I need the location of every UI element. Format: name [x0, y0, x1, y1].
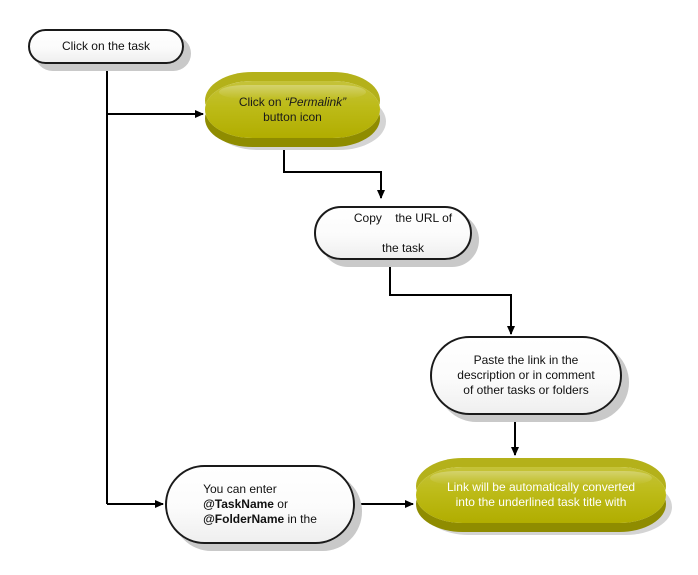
task-name-token: @TaskName [203, 497, 274, 511]
connector-permalink-to-copy [283, 142, 385, 199]
step-click-task-label: Click on the task [61, 39, 151, 53]
or-text: or [273, 497, 288, 511]
step-paste-link: Paste the link in the description or in … [430, 336, 622, 415]
permalink-label-emph: “Permalink” [284, 94, 347, 109]
copy-url-line2: the task [381, 240, 425, 255]
paste-link-line2: description or in comment [457, 368, 595, 382]
step-click-permalink-label: Click on “Permalink” button icon [239, 95, 346, 125]
step-click-task: Click on the task [28, 29, 184, 64]
step-copy-url-label: Copy the URL of the task [334, 196, 452, 271]
step-auto-convert: Link will be automatically converted int… [416, 467, 666, 523]
enter-name-line1: You can enter [203, 482, 277, 496]
folder-name-token: @FolderName [203, 512, 285, 526]
paste-link-line3: of other tasks or folders [463, 383, 589, 397]
copy-url-line1: Copy the URL of [353, 210, 453, 225]
step-enter-name: You can enter @TaskName or @FolderName i… [165, 465, 355, 544]
connector-copy-to-paste [389, 260, 515, 335]
in-text: in the [284, 512, 317, 526]
auto-convert-line1: Link will be automatically converted [446, 480, 636, 494]
step-click-permalink: Click on “Permalink” button icon [205, 81, 380, 138]
permalink-label-post: button icon [263, 109, 322, 124]
paste-link-line1: Paste the link in the [473, 353, 579, 367]
permalink-label-pre: Click on [238, 94, 285, 109]
step-paste-link-label: Paste the link in the description or in … [457, 353, 594, 398]
step-copy-url: Copy the URL of the task [314, 206, 472, 260]
step-auto-convert-label: Link will be automatically converted int… [447, 480, 635, 510]
step-enter-name-label: You can enter @TaskName or @FolderName i… [203, 482, 317, 527]
auto-convert-line2: into the underlined task title with [455, 495, 627, 509]
